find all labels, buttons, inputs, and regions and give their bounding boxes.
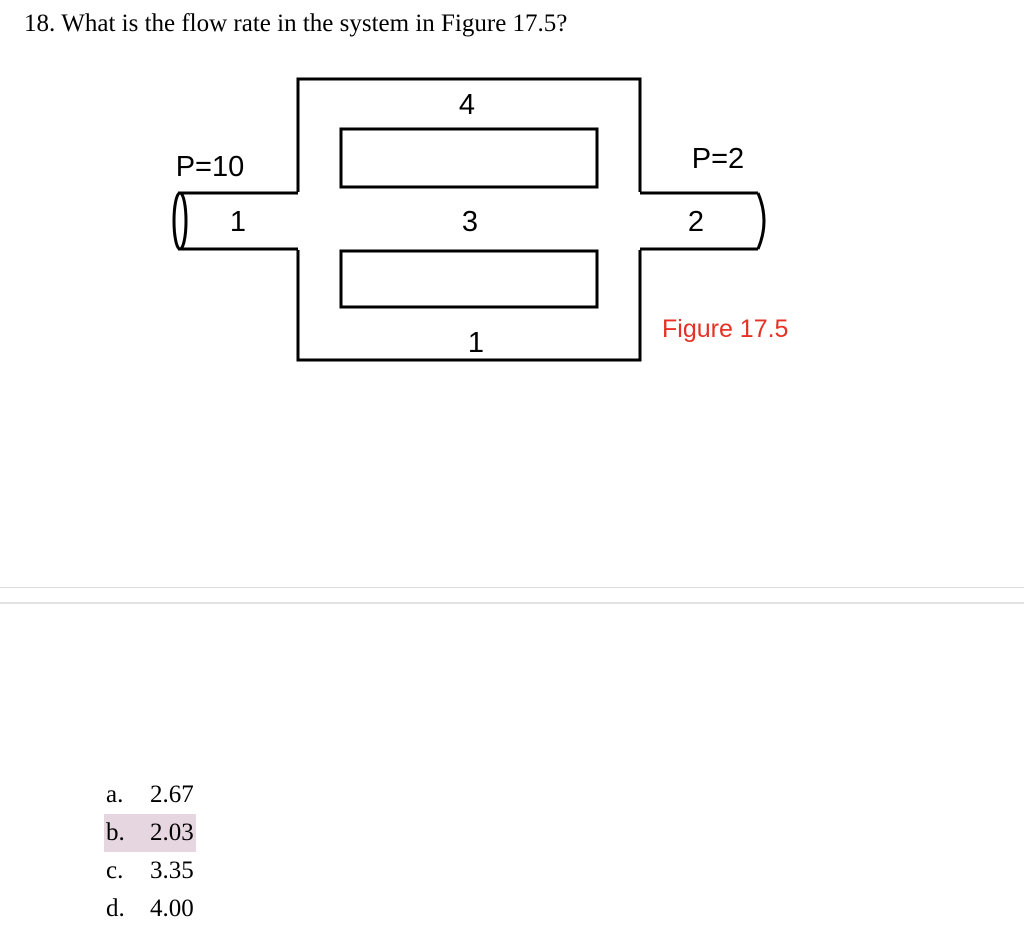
inlet-pipe [178,191,298,251]
inlet-pressure-label: P=10 [176,151,245,183]
question-body: What is the flow rate in the system in F… [61,10,568,37]
flow-network-figure: 4 P=10 P=2 1 3 2 1 Figure 17.5 [172,77,788,362]
choice-letter: d. [106,895,125,922]
answer-choice-b[interactable]: b. 2.03 [104,814,196,852]
bottom-pipe-label: 1 [468,327,484,359]
section-divider-bottom [0,602,1024,604]
figure-caption: Figure 17.5 [662,315,788,343]
question-text: 18.What is the flow rate in the system i… [24,6,567,42]
choice-letter: b. [106,819,125,846]
top-pipe-label: 4 [459,89,475,121]
answer-choice-c[interactable]: c. 3.35 [104,852,196,890]
answer-choice-c-content: c. 3.35 [104,852,196,890]
lower-inner-block [339,249,599,309]
inlet-pipe-opening [172,191,188,251]
choice-letter: c. [106,857,124,884]
answer-choices: a. 2.67 b. 2.03 c. 3.35 d. 4.00 [104,776,196,928]
choice-value: 2.67 [150,781,194,808]
answer-choice-b-content: b. 2.03 [104,814,196,852]
question-number: 18. [24,10,56,37]
upper-inner-block [339,127,599,189]
section-divider-top [0,587,1024,588]
choice-value: 2.03 [150,819,194,846]
inlet-pipe-label: 1 [230,206,246,238]
answer-choice-a[interactable]: a. 2.67 [104,776,196,814]
outer-pipe-outline [296,77,642,362]
choice-value: 4.00 [150,895,194,922]
outlet-pipe-label: 2 [688,206,704,238]
choice-letter: a. [106,781,124,808]
middle-pipe-label: 3 [462,206,478,238]
outlet-pressure-label: P=2 [692,143,744,175]
outlet-pipe-end [756,192,766,250]
outlet-pipe [640,191,758,251]
choice-value: 3.35 [150,857,194,884]
answer-choice-d-content: d. 4.00 [104,890,196,928]
answer-choice-a-content: a. 2.67 [104,776,196,814]
answer-choice-d[interactable]: d. 4.00 [104,890,196,928]
